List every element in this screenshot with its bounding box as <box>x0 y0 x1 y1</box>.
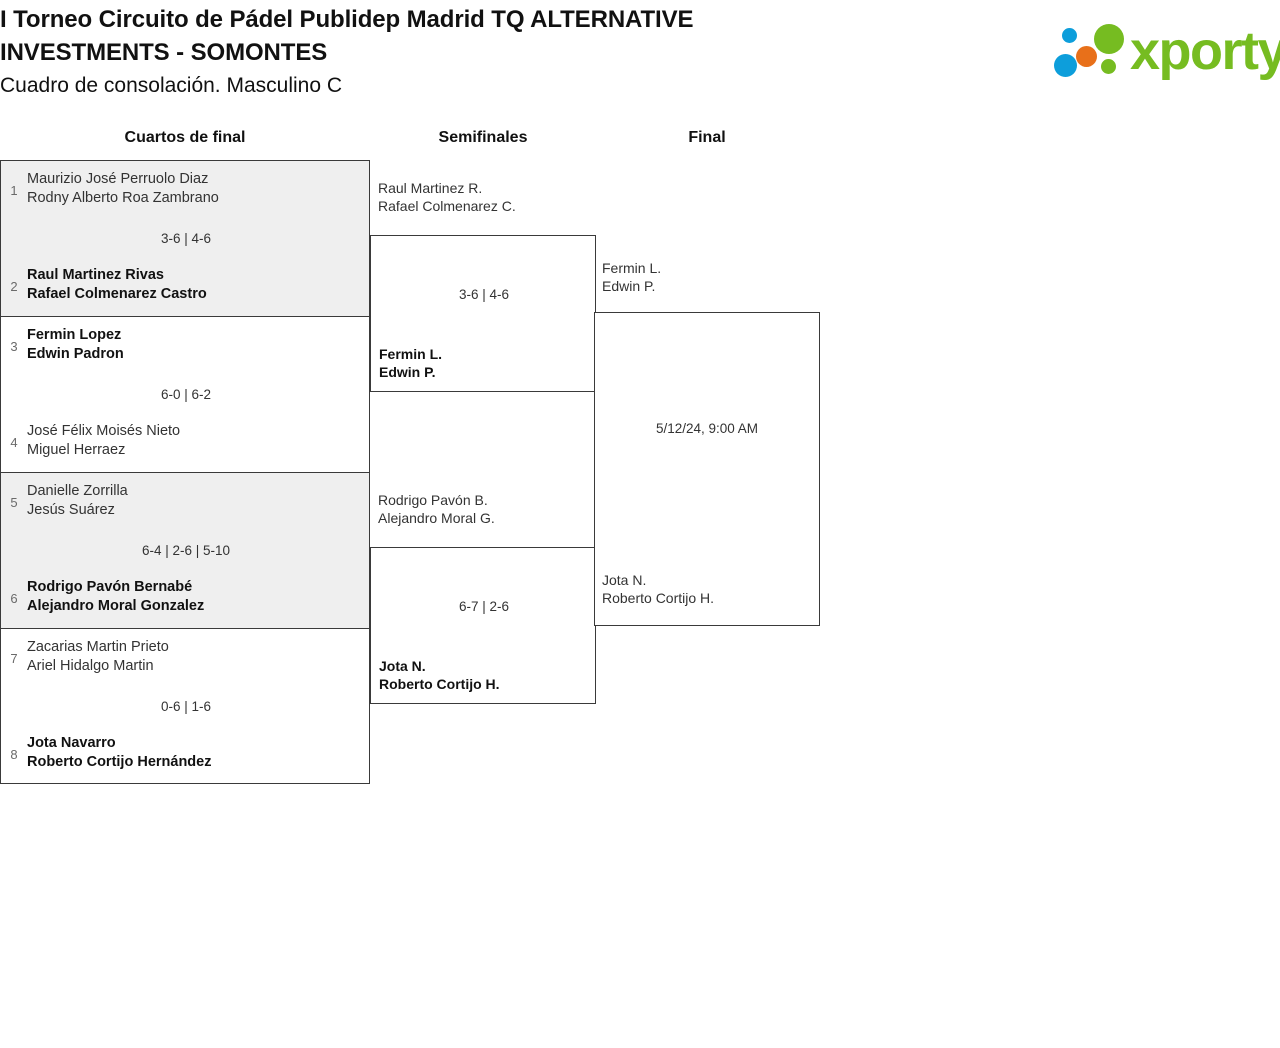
round-header-final: Final <box>688 129 726 146</box>
team-names: Raul Martinez Rivas Rafael Colmenarez Ca… <box>27 266 207 304</box>
match-team-top: 1 Maurizio José Perruolo Diaz Rodny Albe… <box>1 170 371 212</box>
quarterfinal-match-3[interactable]: 5 Danielle Zorrilla Jesús Suárez 6-4 | 2… <box>0 472 370 628</box>
final-feed-top: Fermin L. Edwin P. <box>602 259 661 295</box>
match-team-top: 7 Zacarias Martin Prieto Ariel Hidalgo M… <box>1 638 371 680</box>
match-team-bottom: 8 Jota Navarro Roberto Cortijo Hernández <box>1 734 371 776</box>
match-team-bottom: 6 Rodrigo Pavón Bernabé Alejandro Moral … <box>1 578 371 620</box>
semifinal-match-1[interactable]: 3-6 | 4-6 Fermin L. Edwin P. <box>370 235 596 392</box>
seed-number: 1 <box>10 183 18 198</box>
player-name: Rodrigo Pavón B. <box>378 492 488 508</box>
match-team-top: 3 Fermin Lopez Edwin Padron <box>1 326 371 368</box>
player-name: Roberto Cortijo H. <box>379 676 500 692</box>
player-name: Danielle Zorrilla <box>27 483 128 499</box>
player-name: Miguel Herraez <box>27 442 126 458</box>
player-name: Raul Martinez Rivas <box>27 267 164 283</box>
player-name: Edwin Padron <box>27 346 124 362</box>
player-name: Zacarias Martin Prieto <box>27 639 169 655</box>
seed-number: 6 <box>10 591 18 606</box>
logo-wordmark: xporty <box>1130 21 1280 81</box>
player-name: Ariel Hidalgo Martin <box>27 658 154 674</box>
logo-dots-icon <box>1048 20 1140 82</box>
player-name: Raul Martinez R. <box>378 180 483 196</box>
match-score: 3-6 | 4-6 <box>160 231 212 246</box>
player-name: Jota Navarro <box>27 735 116 751</box>
player-name: Rodrigo Pavón Bernabé <box>27 579 193 595</box>
player-name: Edwin P. <box>379 364 436 380</box>
match-team-bottom: Fermin L. Edwin P. <box>379 345 595 381</box>
final-match-schedule: 5/12/24, 9:00 AM <box>655 421 759 436</box>
page-header: I Torneo Circuito de Pádel Publidep Madr… <box>0 0 1280 118</box>
player-name: Edwin P. <box>602 278 656 294</box>
seed-number: 2 <box>10 279 18 294</box>
match-score: 0-6 | 1-6 <box>160 699 212 714</box>
seed-number: 8 <box>10 747 18 762</box>
player-name: Fermin L. <box>602 260 662 276</box>
tournament-bracket: Cuartos de final Semifinales Final 1 Mau… <box>0 118 1280 818</box>
semifinal-1-feed-top: Raul Martinez R. Rafael Colmenarez C. <box>378 179 516 215</box>
match-team-bottom: 4 José Félix Moisés Nieto Miguel Herraez <box>1 422 371 464</box>
player-name: José Félix Moisés Nieto <box>27 423 181 439</box>
player-name: Roberto Cortijo Hernández <box>27 754 212 770</box>
seed-number: 3 <box>10 339 18 354</box>
tournament-title-line-1: I Torneo Circuito de Pádel Publidep Madr… <box>0 6 694 33</box>
match-score: 6-7 | 2-6 <box>458 599 510 614</box>
player-name: Rafael Colmenarez C. <box>378 198 516 214</box>
tournament-title-block: I Torneo Circuito de Pádel Publidep Madr… <box>0 3 900 102</box>
player-name: Jesús Suárez <box>27 502 115 518</box>
quarterfinal-match-2[interactable]: 3 Fermin Lopez Edwin Padron 6-0 | 6-2 4 … <box>0 316 370 472</box>
round-header-semifinals: Semifinales <box>438 129 528 146</box>
match-team-bottom: 2 Raul Martinez Rivas Rafael Colmenarez … <box>1 266 371 308</box>
quarterfinal-match-4[interactable]: 7 Zacarias Martin Prieto Ariel Hidalgo M… <box>0 628 370 784</box>
match-team-top: 5 Danielle Zorrilla Jesús Suárez <box>1 482 371 524</box>
seed-number: 5 <box>10 495 18 510</box>
player-name: Rafael Colmenarez Castro <box>27 286 207 302</box>
player-name: Roberto Cortijo H. <box>602 590 715 606</box>
player-name: Alejandro Moral G. <box>378 510 495 526</box>
final-match[interactable] <box>594 312 820 626</box>
team-names: Maurizio José Perruolo Diaz Rodny Albert… <box>27 170 219 208</box>
seed-number: 7 <box>10 651 18 666</box>
player-name: Maurizio José Perruolo Diaz <box>27 171 209 187</box>
player-name: Jota N. <box>379 658 426 674</box>
quarterfinal-match-1[interactable]: 1 Maurizio José Perruolo Diaz Rodny Albe… <box>0 160 370 316</box>
team-names: Rodrigo Pavón Bernabé Alejandro Moral Go… <box>27 578 204 616</box>
team-names: Jota Navarro Roberto Cortijo Hernández <box>27 734 211 772</box>
seed-number: 4 <box>10 435 18 450</box>
semifinal-2-feed-top: Rodrigo Pavón B. Alejandro Moral G. <box>378 491 495 527</box>
match-score: 6-4 | 2-6 | 5-10 <box>141 543 231 558</box>
tournament-title-line-2: INVESTMENTS - SOMONTES <box>0 39 328 66</box>
semifinal-match-2[interactable]: 6-7 | 2-6 Jota N. Roberto Cortijo H. <box>370 547 596 704</box>
player-name: Rodny Alberto Roa Zambrano <box>27 190 219 206</box>
team-names: Fermin Lopez Edwin Padron <box>27 326 124 364</box>
player-name: Jota N. <box>602 572 647 588</box>
bracket-subtitle: Cuadro de consolación. Masculino C <box>0 74 343 97</box>
match-score: 6-0 | 6-2 <box>160 387 212 402</box>
match-team-bottom: Jota N. Roberto Cortijo H. <box>379 657 595 693</box>
team-names: José Félix Moisés Nieto Miguel Herraez <box>27 422 180 460</box>
player-name: Alejandro Moral Gonzalez <box>27 598 205 614</box>
team-names: Zacarias Martin Prieto Ariel Hidalgo Mar… <box>27 638 169 676</box>
round-header-quarterfinals: Cuartos de final <box>124 129 246 146</box>
final-feed-bottom: Jota N. Roberto Cortijo H. <box>602 571 714 607</box>
match-score: 3-6 | 4-6 <box>458 287 510 302</box>
player-name: Fermin L. <box>379 346 443 362</box>
xporty-logo: xporty <box>1048 20 1280 82</box>
team-names: Danielle Zorrilla Jesús Suárez <box>27 482 128 520</box>
player-name: Fermin Lopez <box>27 327 122 343</box>
